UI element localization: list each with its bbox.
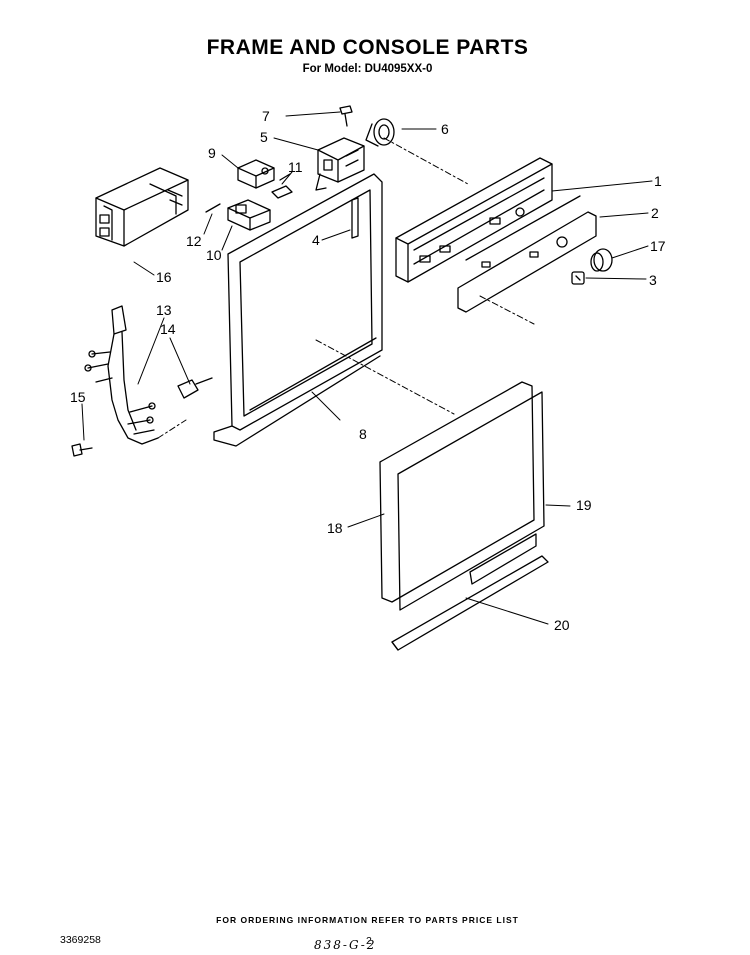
callout-6: 6 <box>441 121 449 137</box>
callout-4: 4 <box>312 232 320 248</box>
callout-17: 17 <box>650 238 666 254</box>
callout-10: 10 <box>206 247 222 263</box>
ordering-note: FOR ORDERING INFORMATION REFER TO PARTS … <box>216 915 519 925</box>
part-11-wire-connector <box>271 173 293 199</box>
part-10-switch-bracket <box>227 199 271 231</box>
part-16-control-cover <box>95 167 189 247</box>
callout-20: 20 <box>554 617 570 633</box>
callout-16: 16 <box>156 269 172 285</box>
callout-9: 9 <box>208 145 216 161</box>
callout-1: 1 <box>654 173 662 189</box>
part-17-knob <box>590 248 613 272</box>
callout-3: 3 <box>649 272 657 288</box>
part-9-switch <box>237 159 275 189</box>
part-19-door-outer-panel <box>397 391 545 611</box>
callout-12: 12 <box>186 233 202 249</box>
callout-19: 19 <box>576 497 592 513</box>
model-subtitle: For Model: DU4095XX-0 <box>302 63 433 75</box>
callout-14: 14 <box>160 321 176 337</box>
page-title: FRAME AND CONSOLE PARTS <box>206 36 529 59</box>
callout-5: 5 <box>260 129 268 145</box>
part-13-wire-harness <box>84 305 159 445</box>
handwritten-note: 838-G-2 <box>314 938 377 952</box>
callout-8: 8 <box>359 426 367 442</box>
part-2-control-panel <box>457 195 597 313</box>
part-8-outer-door-frame <box>213 173 383 447</box>
callout-15: 15 <box>70 389 86 405</box>
callout-11: 11 <box>288 159 303 175</box>
part-1-console-panel <box>395 157 553 283</box>
part-12-screw <box>205 203 221 213</box>
document-number: 3369258 <box>60 934 101 946</box>
part-14-connector <box>177 377 213 399</box>
part-3-button <box>571 271 585 285</box>
callout-18: 18 <box>327 520 343 536</box>
leader-lines <box>81 111 653 625</box>
part-7-screw <box>339 105 353 127</box>
callout-13: 13 <box>156 302 172 318</box>
part-15-screw <box>71 443 93 457</box>
callout-labels: 1 2 3 4 5 6 7 8 9 10 11 12 13 14 15 16 1… <box>70 108 666 633</box>
callout-2: 2 <box>651 205 659 221</box>
page-number: 2 <box>366 935 372 947</box>
part-6-latch-knob <box>365 118 395 147</box>
callout-7: 7 <box>262 108 270 124</box>
part-18-door-inner-panel <box>379 381 535 603</box>
part-20-bottom-trim <box>391 555 549 651</box>
part-5-door-latch <box>315 137 365 191</box>
